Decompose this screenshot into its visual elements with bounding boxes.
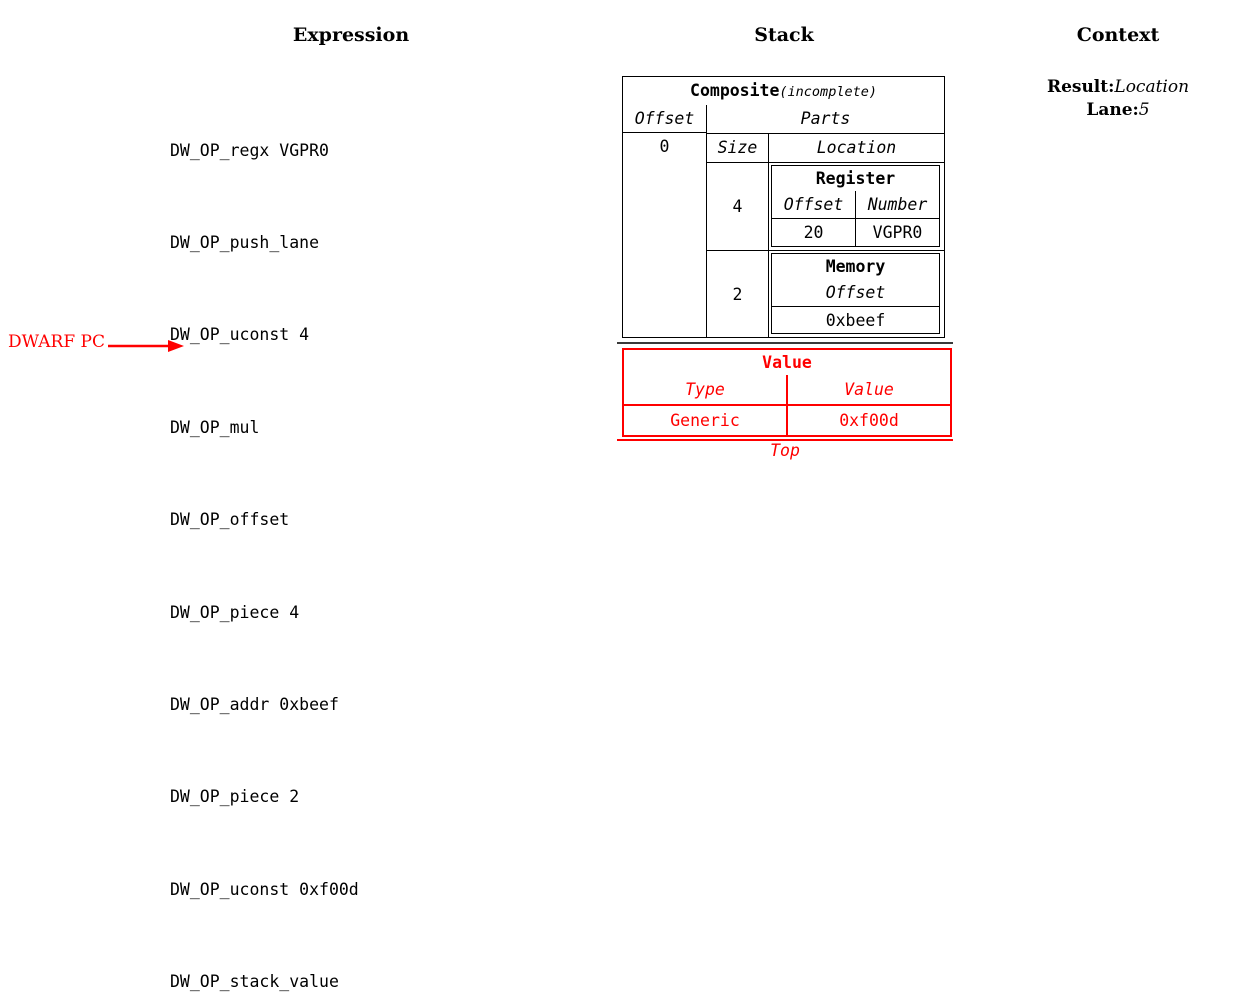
- composite-grid: Offset 0 Parts Size Location 4 Register: [623, 105, 944, 337]
- value-type-header: Type: [624, 375, 788, 404]
- parts-size-header: Size: [707, 134, 769, 162]
- expression-line: DW_OP_regx VGPR0: [170, 140, 329, 160]
- context-key: Result:: [1046, 77, 1115, 97]
- expression-line: DW_OP_mul: [170, 417, 260, 437]
- stack-top-label: Top: [770, 441, 800, 460]
- parts-location-header: Location: [816, 138, 897, 157]
- value-entry: Value Type Value Generic 0xf00d: [622, 348, 952, 437]
- expression-line: DW_OP_piece 4: [170, 602, 300, 622]
- value-type-value: Generic: [624, 406, 788, 435]
- context-value: 5: [1138, 100, 1150, 120]
- expression-line: DW_OP_stack_value: [170, 972, 339, 992]
- parts-subheader-row: Size Location: [707, 133, 944, 162]
- expression-list: DW_OP_regx VGPR0 DW_OP_push_lane DW_OP_u…: [170, 74, 359, 1000]
- value-value-row: Generic 0xf00d: [624, 404, 950, 435]
- stack-top-rule: [617, 439, 953, 441]
- memory-offset-header: Offset: [825, 283, 886, 302]
- page-title-context: Context: [1076, 24, 1160, 46]
- memory-offset-value: 0xbeef: [772, 306, 939, 333]
- part-row: 2 Memory Offset 0xbeef: [707, 250, 944, 337]
- page-title-stack: Stack: [754, 24, 814, 46]
- part-location: Register Offset Number 20 VGPR0: [769, 163, 944, 250]
- context-row-result: Result:Location: [997, 76, 1239, 99]
- composite-title-suffix: (incomplete): [779, 84, 877, 100]
- register-title: Register: [815, 169, 896, 188]
- part-location: Memory Offset 0xbeef: [769, 251, 944, 337]
- composite-offset-header: Offset: [623, 105, 706, 133]
- page-title-expression: Expression: [292, 24, 410, 46]
- part-size: 2: [707, 251, 769, 337]
- register-number-value: VGPR0: [872, 223, 923, 242]
- memory-title: Memory: [825, 257, 886, 276]
- composite-offset-column: Offset 0: [623, 105, 707, 337]
- value-value-value: 0xf00d: [839, 411, 899, 430]
- composite-offset-filler: [623, 161, 706, 337]
- composite-parts-header: Parts: [800, 109, 851, 128]
- register-header-row: Offset Number: [772, 191, 939, 218]
- arrow-right-icon: [108, 340, 184, 352]
- expression-line: DW_OP_uconst 0xf00d: [170, 879, 359, 899]
- stack-entry-separator: [617, 342, 953, 344]
- value-value-header: Value: [844, 380, 894, 399]
- register-offset-header: Offset: [772, 191, 856, 218]
- context-row-lane: Lane:5: [997, 99, 1239, 122]
- composite-entry: Composite(incomplete) Offset 0 Parts Siz…: [622, 76, 945, 338]
- register-number-header: Number: [867, 195, 928, 214]
- context-list: Result:Location Lane:5: [997, 76, 1239, 122]
- expression-line: DW_OP_addr 0xbeef: [170, 694, 339, 714]
- value-header-row: Type Value: [624, 375, 950, 404]
- composite-parts-column: Parts Size Location 4 Register Offset Nu…: [707, 105, 944, 337]
- part-row: 4 Register Offset Number 20 VGPR0: [707, 162, 944, 250]
- memory-location: Memory Offset 0xbeef: [771, 253, 940, 334]
- dwarf-pc-label: DWARF PC: [8, 332, 105, 352]
- dwarf-pc-annotation: DWARF PC: [8, 332, 184, 360]
- context-value: Location: [1114, 77, 1190, 97]
- register-value-row: 20 VGPR0: [772, 218, 939, 246]
- composite-offset-value: 0: [659, 137, 670, 156]
- expression-line: DW_OP_piece 2: [170, 787, 300, 807]
- composite-title-main: Composite: [690, 81, 780, 100]
- context-key: Lane:: [1086, 100, 1139, 120]
- expression-line: DW_OP_push_lane: [170, 232, 320, 252]
- expression-line: DW_OP_uconst 4: [170, 325, 310, 345]
- register-offset-value: 20: [772, 219, 856, 246]
- expression-line: DW_OP_offset: [170, 510, 290, 530]
- composite-title: Composite(incomplete): [623, 77, 944, 105]
- part-size: 4: [707, 163, 769, 250]
- value-title: Value: [762, 353, 812, 372]
- register-location: Register Offset Number 20 VGPR0: [771, 165, 940, 247]
